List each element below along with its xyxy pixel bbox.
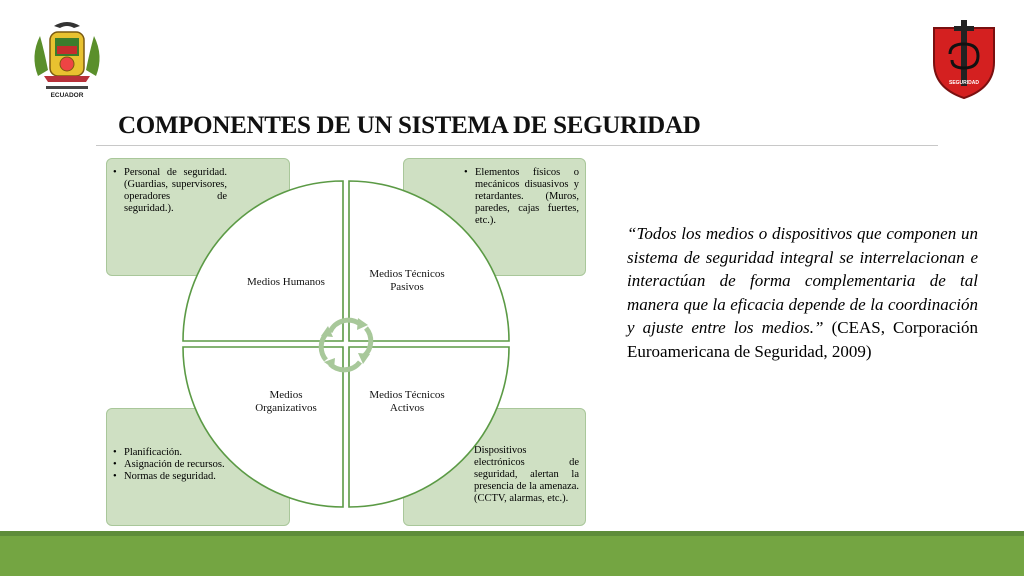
quadrant-wheel-diagram [182, 180, 510, 508]
card-bullet: Planificación. [113, 447, 227, 459]
quadrant-top-right [348, 180, 510, 342]
quadrant-bottom-left [182, 346, 344, 508]
quadrant-label-medios-humanos: Medios Humanos [247, 276, 325, 288]
quadrant-label-medios-tecnicos-pasivos: Medios Técnicos Pasivos [369, 268, 445, 293]
svg-text:ECUADOR: ECUADOR [51, 92, 84, 99]
card-bullet: Normas de seguridad. [113, 471, 227, 483]
security-shield-logo: SEGURIDAD [928, 16, 1000, 102]
cycle-arrowheads [321, 318, 370, 369]
footer-band [0, 536, 1024, 576]
coat-of-arms-icon: ECUADOR [34, 22, 100, 99]
card-bullet: Elementos físicos o mecánicos disuasivos… [464, 167, 579, 227]
quadrant-label-medios-tecnicos-activos: Medios Técnicos Activos [369, 389, 445, 414]
title-underline [96, 145, 938, 146]
quadrant-bottom-right [348, 346, 510, 508]
svg-text:SEGURIDAD: SEGURIDAD [949, 80, 979, 86]
quote-text: “Todos los medios o dispositivos que com… [627, 224, 978, 337]
quote-block: “Todos los medios o dispositivos que com… [627, 222, 978, 363]
quote-citation: (CEAS, Corporación Euroamericana de Segu… [627, 318, 979, 361]
card-text: Dispositivos electrónicos de seguridad, … [474, 445, 579, 504]
footer-band-line [0, 531, 1024, 536]
ecuador-coat-of-arms-logo: ECUADOR [24, 16, 110, 102]
card-bullet: Personal de seguridad. (Guardias, superv… [113, 167, 227, 215]
card-bullet: Asignación de recursos. [113, 459, 227, 471]
page-title: COMPONENTES DE UN SISTEMA DE SEGURIDAD [118, 112, 701, 139]
quadrant-label-medios-organizativos: Medios Organizativos [255, 389, 317, 414]
quadrant-top-left [182, 180, 344, 342]
shield-icon: SEGURIDAD [933, 20, 995, 100]
